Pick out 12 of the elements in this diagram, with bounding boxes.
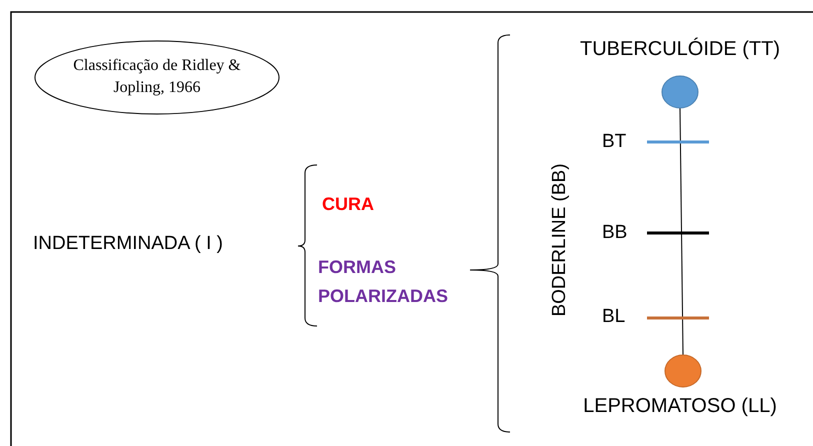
stage-label: BL — [602, 306, 626, 328]
stage-label: BB — [602, 222, 628, 244]
axis-label: BODERLINE (BB) — [549, 163, 571, 317]
title-ellipse — [34, 40, 280, 115]
pole-label: LEPROMATOSO (LL) — [582, 395, 778, 418]
title-text: Classificação de Ridley & Jopling, 1966 — [72, 56, 242, 98]
pole-label: TUBERCULÓIDE (TT) — [579, 38, 781, 61]
spectrum-line — [680, 108, 684, 356]
category-label: CURA — [322, 190, 412, 216]
stage-label: BT — [602, 131, 626, 153]
category-label: FORMAS POLARIZADAS — [318, 253, 448, 309]
category-label: INDETERMINADA ( I ) — [33, 229, 283, 255]
